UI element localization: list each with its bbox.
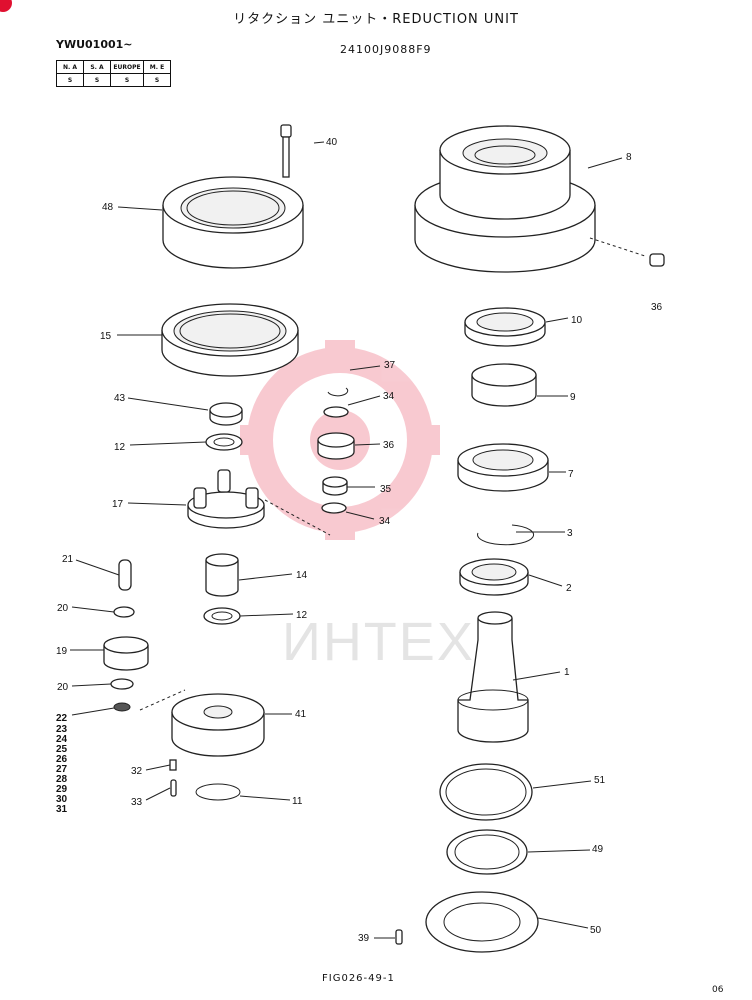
label-36-top: 36	[651, 302, 663, 313]
part-11-snap-ring	[195, 783, 241, 801]
label-35: 35	[380, 484, 392, 495]
label-39: 39	[358, 933, 370, 944]
part-41-carrier	[171, 693, 265, 757]
part-40-bolt	[280, 124, 292, 178]
label-50: 50	[590, 925, 602, 936]
part-1-shaft	[457, 611, 529, 743]
label-15: 15	[100, 331, 112, 342]
label-32: 32	[131, 766, 143, 777]
label-22: 22	[56, 713, 68, 724]
label-9: 9	[570, 392, 576, 403]
serial-range: YWU01001~	[56, 38, 133, 51]
corner-mark	[0, 0, 12, 12]
label-26: 26	[56, 754, 68, 765]
part-15-internal-gear	[161, 303, 299, 377]
part-10-bearing	[464, 307, 546, 347]
part-32-key	[169, 759, 177, 771]
region-value-row: S S S S	[56, 73, 171, 87]
leader-lines	[70, 141, 623, 939]
part-19-planet-gear	[103, 636, 149, 671]
part-9-sleeve	[471, 363, 537, 407]
part-20-washer-top	[113, 606, 135, 618]
part-35-bearing	[322, 476, 348, 496]
label-14: 14	[296, 570, 308, 581]
label-8: 8	[626, 152, 632, 163]
watermark-text: ИНТЕХ	[282, 612, 475, 672]
part-37-snap-ring	[327, 387, 349, 397]
part-3-snap-ring	[477, 524, 535, 546]
label-37: 37	[384, 360, 396, 371]
label-17: 17	[112, 499, 124, 510]
label-20-bottom: 20	[57, 682, 69, 693]
label-51: 51	[594, 775, 606, 786]
part-22-washer	[113, 702, 131, 712]
part-12-washer-lower	[203, 607, 241, 625]
label-12-top: 12	[114, 442, 126, 453]
label-43: 43	[114, 393, 126, 404]
page-number: 06	[712, 985, 724, 995]
label-31: 31	[56, 804, 68, 815]
part-12-washer	[205, 433, 243, 451]
part-labels: 40 8 48 36 15 10 37 9 43 34 12 36 7 35 1…	[56, 137, 663, 944]
region-value-sa: S	[83, 73, 111, 87]
label-12-bottom: 12	[296, 610, 308, 621]
label-21: 21	[62, 554, 74, 565]
label-10: 10	[571, 315, 583, 326]
part-48-ring-gear	[162, 176, 304, 269]
label-1: 1	[564, 667, 570, 678]
part-2-seal	[459, 558, 529, 596]
label-33: 33	[131, 797, 143, 808]
label-19: 19	[56, 646, 68, 657]
label-36-mid: 36	[383, 440, 395, 451]
part-33-screw	[170, 779, 177, 797]
part-43-sun-gear	[209, 402, 243, 426]
label-34-bottom: 34	[379, 516, 391, 527]
label-34-top: 34	[383, 391, 395, 402]
part-34-washer-bottom	[321, 502, 347, 514]
figure-number: FIG026-49-1	[322, 973, 395, 984]
part-number: 24100J9088F9	[340, 43, 432, 56]
part-36-bolt	[589, 237, 665, 267]
label-48: 48	[102, 202, 114, 213]
label-7: 7	[568, 469, 574, 480]
label-20-top: 20	[57, 603, 69, 614]
part-50-plate	[425, 891, 539, 953]
label-49: 49	[592, 844, 604, 855]
part-51-shim	[439, 763, 533, 821]
label-25: 25	[56, 744, 68, 755]
part-14-gear	[205, 553, 239, 597]
region-table: N. A S. A EUROPE M. E S S S S	[56, 60, 171, 87]
label-11: 11	[292, 796, 303, 807]
label-40: 40	[326, 137, 338, 148]
page-title: リタクション ユニット・REDUCTION UNIT	[233, 12, 519, 27]
part-34-washer-top	[323, 406, 349, 418]
label-28: 28	[56, 774, 68, 785]
part-49-ring	[446, 829, 528, 875]
region-value-me: S	[143, 73, 171, 87]
part-39-pin	[395, 929, 403, 945]
part-8-housing	[414, 125, 596, 273]
label-41: 41	[295, 709, 307, 720]
label-30: 30	[56, 794, 68, 805]
label-29: 29	[56, 784, 68, 795]
label-24: 24	[56, 734, 68, 745]
part-17-carrier	[187, 469, 265, 529]
label-23: 23	[56, 724, 68, 735]
part-36-planet-gear	[317, 432, 355, 460]
part-20-washer-bottom	[110, 678, 134, 690]
part-7-bearing	[457, 443, 549, 492]
part-21-pin	[118, 559, 132, 591]
label-27: 27	[56, 764, 68, 775]
label-2: 2	[566, 583, 572, 594]
label-3: 3	[567, 528, 573, 539]
